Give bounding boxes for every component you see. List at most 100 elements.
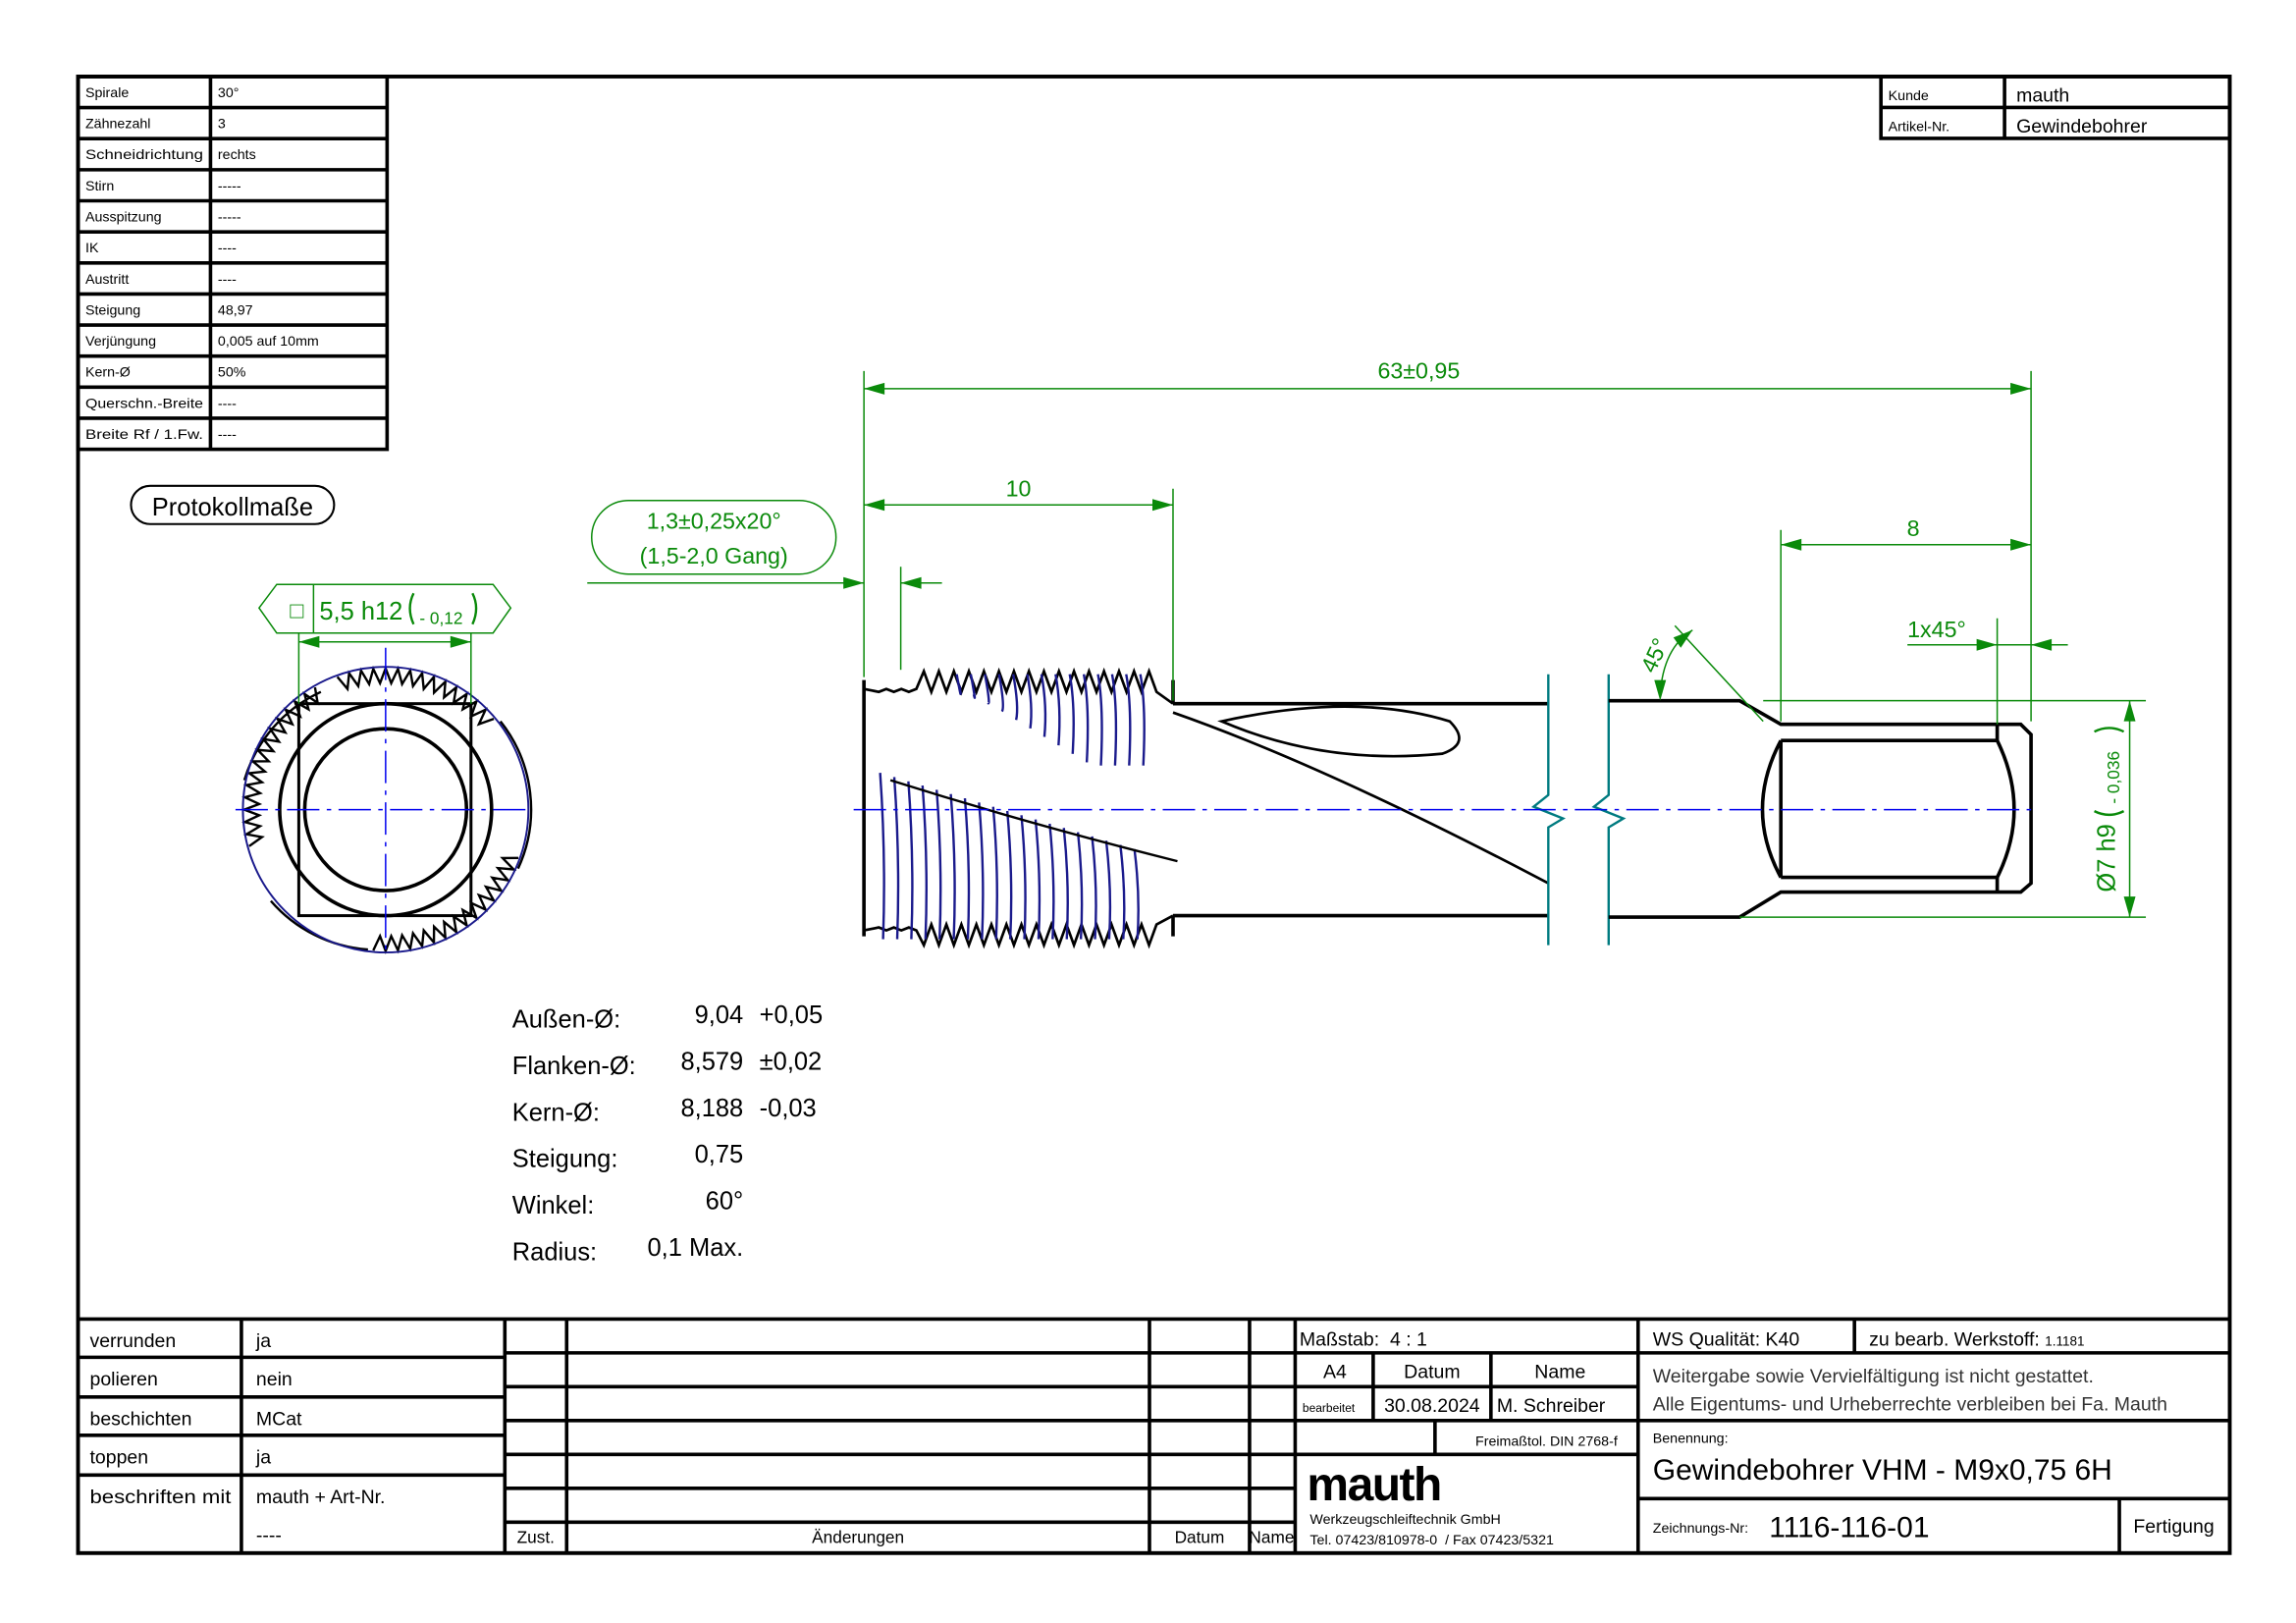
finish-label: beschriften mit — [89, 1487, 232, 1508]
finish-value: ja — [255, 1330, 271, 1352]
material-label: zu bearb. Werkstoff: 1.1181 — [1869, 1328, 2084, 1350]
square-tolerance: - 0,12 — [419, 609, 462, 628]
flute-helix-line — [1034, 819, 1041, 940]
datum-label: Datum — [1404, 1361, 1460, 1382]
chamfer-main: 1,3±0,25x20° — [647, 508, 781, 533]
thread-param-value: 0,75 — [695, 1141, 744, 1168]
spec-label: Verjüngung — [85, 334, 156, 350]
drawing-frame — [76, 75, 2232, 1555]
square-length-dim: 8 — [1907, 515, 1920, 541]
spec-label: Zähnezahl — [85, 117, 150, 133]
thread-param-value: 8,579 — [680, 1048, 743, 1075]
flute-helix-line — [969, 674, 977, 699]
spec-value: ---- — [218, 396, 237, 411]
kunde-label: Kunde — [1889, 88, 1929, 104]
name-label: Name — [1534, 1361, 1585, 1382]
company-name: Werkzeugschleiftechnik GmbH — [1309, 1512, 1500, 1528]
dimensions: 63±0,95 10 1,3±0,25x20° (1,5-2,0 Gang) 8… — [587, 357, 2147, 918]
thread-param-tolerance: +0,05 — [760, 1001, 823, 1029]
spec-value: 30° — [218, 85, 240, 101]
shank-tol-paren — [2094, 727, 2125, 817]
spec-label: Kern-Ø — [85, 365, 131, 381]
spec-label: Spirale — [85, 85, 129, 101]
notice-line-2: Alle Eigentums- und Urheberrechte verble… — [1653, 1393, 2167, 1415]
thread-param-label: Radius: — [512, 1238, 597, 1266]
spec-value: ---- — [218, 427, 237, 443]
thread-param-value: 9,04 — [695, 1001, 744, 1029]
shank-tolerance: - 0,036 — [2104, 751, 2123, 804]
thread-param-tolerance: -0,03 — [760, 1095, 817, 1122]
flute-helix-line — [1062, 828, 1069, 940]
spec-value: 48,97 — [218, 302, 253, 318]
end-view: □ 5,5 h12 - 0,12 — [235, 583, 533, 957]
svg-text:Protokollmaße: Protokollmaße — [152, 494, 313, 521]
thread-param-value: 8,188 — [680, 1095, 743, 1122]
tolerance-standard: Freimaßtol. DIN 2768-f — [1475, 1434, 1618, 1449]
thread-param-label: Flanken-Ø: — [512, 1053, 636, 1080]
square-symbol: □ — [290, 598, 303, 623]
finish-value: MCat — [256, 1408, 302, 1430]
flute-helix-line — [1091, 836, 1097, 940]
flute-helix-line — [1119, 844, 1126, 940]
shank-dia-dim: Ø7 h9 — [2094, 824, 2121, 892]
part-title: Gewindebohrer VHM - M9x0,75 6H — [1653, 1454, 2112, 1487]
thread-param-value: 0,1 Max. — [648, 1234, 744, 1262]
spec-value: 3 — [218, 117, 226, 133]
flute-helix-line — [1054, 674, 1061, 746]
company-contact: Tel. 07423/810978-0 / Fax 07423/5321 — [1309, 1533, 1554, 1548]
customer-block: Kunde mauth Artikel-Nr. Gewindebohrer — [1879, 75, 2232, 140]
spec-label: Breite Rf / 1.Fw. — [85, 427, 203, 443]
notice-line-1: Weitergabe sowie Vervielfältigung ist ni… — [1653, 1366, 2094, 1387]
square-tol-paren — [408, 592, 478, 625]
flute-helix-line — [1026, 674, 1033, 730]
spec-label: Steigung — [85, 302, 140, 318]
flute-helix-line — [1133, 848, 1140, 940]
benennung-label: Benennung: — [1653, 1431, 1729, 1446]
spec-label: Stirn — [85, 179, 114, 194]
flute-helix-line — [1020, 815, 1027, 940]
flute-helix-line — [1040, 674, 1047, 737]
zust-header: Zust. — [517, 1527, 555, 1546]
flute-helix-line — [963, 797, 971, 940]
flute-helix-line — [1048, 823, 1055, 940]
thread-param-label: Kern-Ø: — [512, 1099, 600, 1126]
flute-helix-line — [892, 777, 900, 940]
flute-helix-line — [1076, 832, 1084, 940]
spec-label: IK — [85, 241, 99, 256]
flute-helix-line — [1011, 674, 1019, 721]
date-value: 30.08.2024 — [1384, 1395, 1480, 1417]
flute-helix-line — [1104, 840, 1112, 940]
artikel-label: Artikel-Nr. — [1889, 119, 1949, 135]
artikel-value: Gewindebohrer — [2016, 116, 2148, 137]
flute-helix-line — [1096, 674, 1103, 766]
thread-length-dim: 10 — [1006, 475, 1032, 501]
square-dimension: 5,5 h12 — [319, 598, 402, 625]
drawing-number: 1116-116-01 — [1769, 1511, 1929, 1543]
flute-helix-line — [907, 781, 914, 940]
finish-label: polieren — [89, 1369, 157, 1390]
flute-helix-line — [991, 806, 998, 940]
spec-value: rechts — [218, 147, 256, 163]
spec-value: 0,005 auf 10mm — [218, 334, 319, 350]
spec-value: ---- — [218, 241, 237, 256]
square-dimension-frame — [257, 583, 512, 634]
flute-helix-line — [978, 802, 985, 940]
overall-length-dim: 63±0,95 — [1377, 357, 1460, 383]
ws-quality-label: WS Qualität: K40 — [1653, 1328, 1800, 1350]
flute-helix-line — [984, 674, 990, 705]
chamfer-callout — [591, 500, 837, 575]
thread-param-tolerance: ±0,02 — [760, 1048, 823, 1075]
spec-label: Schneidrichtung — [85, 147, 203, 163]
flute-helix-line — [997, 674, 1004, 713]
flute-helix-line — [949, 793, 956, 940]
flute-helix-line — [1082, 674, 1090, 763]
kunde-value: mauth — [2016, 84, 2069, 106]
flute-helix-line — [955, 674, 962, 696]
flute-helix-line — [1110, 674, 1118, 766]
thread-param-value: 60° — [706, 1188, 744, 1216]
spec-value: ---- — [218, 272, 237, 288]
flute-helix-line — [935, 789, 942, 940]
